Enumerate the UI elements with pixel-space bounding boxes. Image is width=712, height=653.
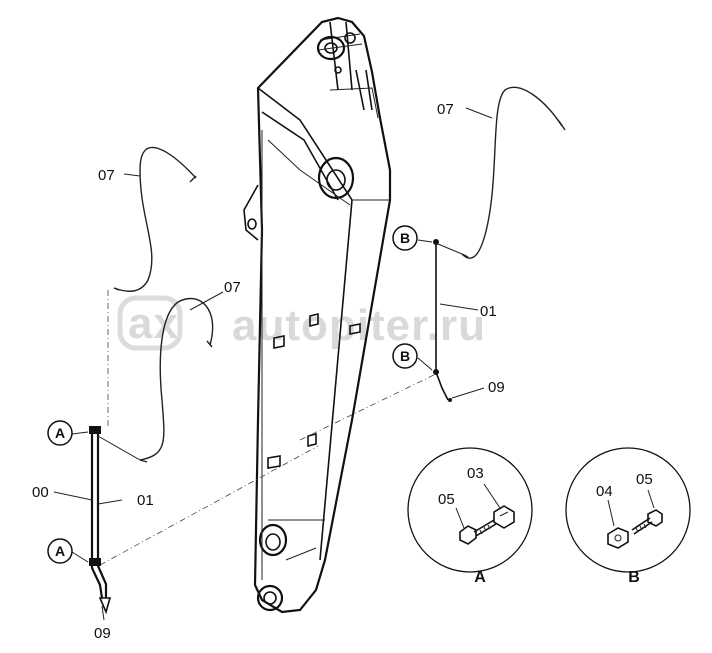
upper-fitting-left	[89, 426, 101, 434]
watermark-text: autopiter.ru	[232, 301, 486, 350]
clamp-right-dot	[448, 398, 452, 402]
detail-a-label-03: 03	[467, 465, 484, 482]
callout-a-lower: A	[47, 538, 73, 564]
callout-a-upper: A	[47, 420, 73, 446]
detail-b-label-04: 04	[596, 483, 613, 500]
detail-b-title: B	[628, 569, 640, 586]
svg-text:A: A	[55, 425, 65, 441]
detail-a: 05 03 A	[407, 447, 533, 586]
upper-fitting-right	[433, 239, 439, 245]
lower-fitting-right	[433, 369, 439, 375]
detail-b-clamp	[607, 527, 629, 549]
label-01-right: 01	[480, 303, 497, 320]
svg-text:B: B	[400, 348, 410, 364]
svg-text:B: B	[400, 230, 410, 246]
watermark: ax autopiter.ru	[117, 295, 486, 351]
label-07-left-top: 07	[98, 167, 115, 184]
lower-fitting-left	[89, 558, 101, 566]
detail-a-title: A	[474, 569, 486, 586]
routing-lines	[99, 290, 441, 566]
left-piping	[89, 146, 214, 615]
detail-a-clamp	[493, 505, 515, 529]
label-07-left-mid: 07	[224, 279, 241, 296]
right-piping	[433, 86, 566, 402]
detail-b-bolt	[647, 509, 663, 527]
detail-a-bolt	[459, 525, 477, 545]
watermark-logo-box	[117, 295, 183, 351]
callout-b-lower: B	[392, 343, 418, 369]
boom-arm	[243, 16, 392, 614]
callout-b-upper: B	[392, 225, 418, 251]
leader-lines	[53, 107, 493, 621]
part-labels: 07 07 07 00 01 01 09 09	[32, 101, 505, 642]
detail-b-label-05: 05	[636, 471, 653, 488]
label-09-right: 09	[488, 379, 505, 396]
watermark-logo-text: ax	[128, 299, 179, 348]
detail-a-label-05: 05	[438, 491, 455, 508]
label-00: 00	[32, 484, 49, 501]
label-07-right: 07	[437, 101, 454, 118]
label-09-left: 09	[94, 625, 111, 642]
svg-text:A: A	[55, 543, 65, 559]
detail-b: 04 05 B	[565, 447, 691, 586]
label-01-left: 01	[137, 492, 154, 509]
